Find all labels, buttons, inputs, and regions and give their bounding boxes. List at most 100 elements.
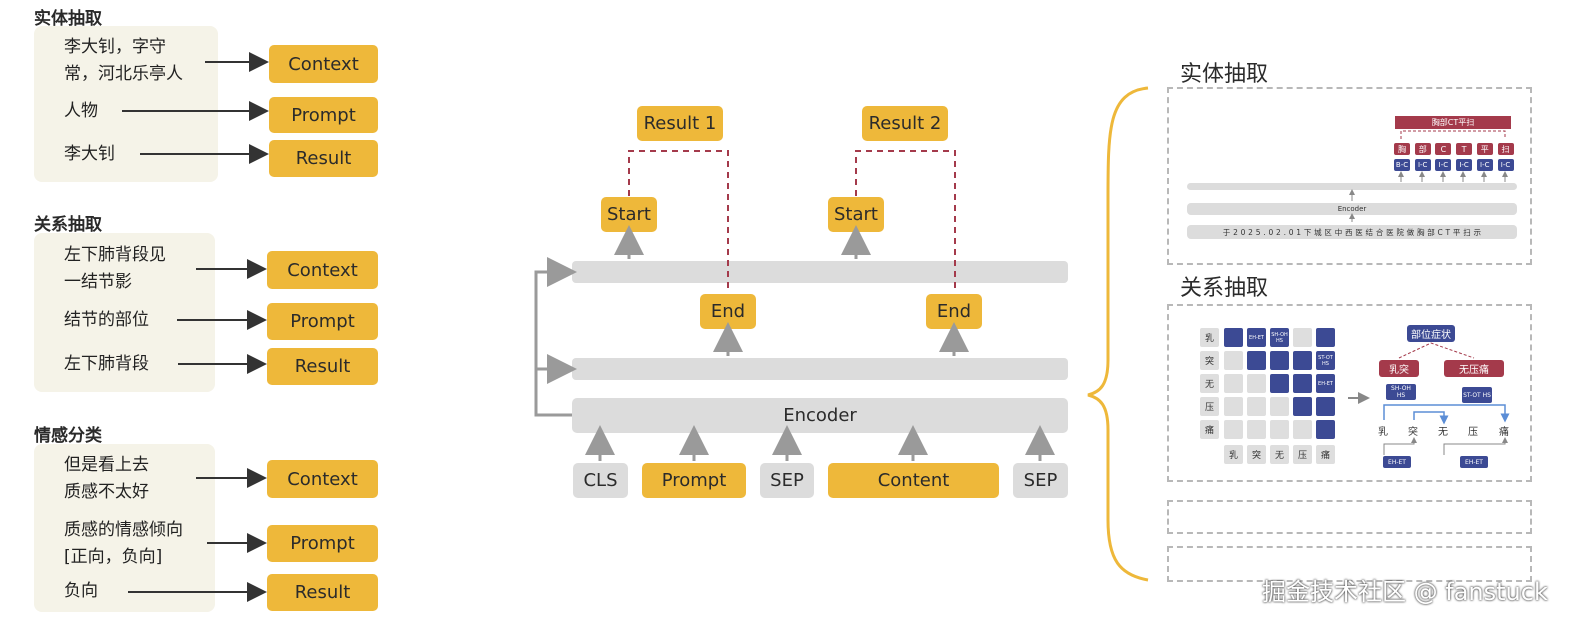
- mini-grid-cell: [1293, 328, 1312, 347]
- mini-relation-arrows: [1348, 342, 1510, 455]
- dashed-link: [855, 150, 956, 292]
- mini-grid-cell: [1247, 397, 1266, 416]
- placeholder-frame: [1167, 546, 1532, 582]
- result-text: 负向: [64, 581, 98, 601]
- input-sep: SEP: [1013, 463, 1068, 498]
- dashed-link: [628, 150, 729, 292]
- mini-grid-cell: [1224, 374, 1243, 393]
- mini-entity-tag: B-C: [1394, 159, 1410, 171]
- result-1-node: Result 1: [637, 106, 723, 141]
- mini-seq-char: 突: [1408, 427, 1418, 438]
- encoder-block: Encoder: [572, 398, 1068, 433]
- relation-frame: [1167, 304, 1532, 482]
- mini-bottom-left-tag: EH-ET: [1383, 456, 1411, 468]
- mini-entity-char: T: [1456, 143, 1473, 155]
- mini-grid-cell: [1316, 420, 1335, 439]
- mini-col-label: 乳: [1224, 445, 1243, 464]
- input-content: Content: [828, 463, 999, 498]
- mini-seq-char: 乳: [1378, 427, 1388, 438]
- mini-grid-cell: [1316, 397, 1335, 416]
- result-text: 左下肺背段: [64, 354, 149, 374]
- mini-grid-cell: [1270, 420, 1289, 439]
- mini-layer: [1187, 183, 1517, 190]
- mini-col-label: 突: [1247, 445, 1266, 464]
- mini-grid-cell: [1224, 397, 1243, 416]
- context-label: Context: [267, 251, 378, 289]
- mini-row-label: 乳: [1200, 328, 1219, 347]
- entity-caption: 实体抽取: [1180, 62, 1269, 87]
- result-text: 李大钊: [64, 144, 115, 164]
- pointer-layer-top: [572, 261, 1068, 283]
- mini-seq-char: 压: [1468, 427, 1478, 438]
- mini-grid-cell: EH-ET: [1316, 374, 1335, 393]
- mini-col-label: 压: [1293, 445, 1312, 464]
- mini-entity-tag: I-C: [1414, 159, 1431, 171]
- mini-grid-cell: [1293, 374, 1312, 393]
- mini-entity-char: 平: [1476, 143, 1493, 155]
- mini-grid-cell: [1247, 351, 1266, 370]
- example-panel: [34, 444, 215, 612]
- mini-grid-cell: [1247, 374, 1266, 393]
- mini-entity-char: 胸: [1394, 143, 1410, 155]
- mini-entity-header: 胸部CT平扫: [1395, 116, 1511, 129]
- mini-left-tag: SH-OH HS: [1386, 384, 1416, 400]
- mini-entity-char: C: [1435, 143, 1452, 155]
- mini-grid-cell: [1247, 420, 1266, 439]
- mini-grid-cell: EH-ET: [1247, 328, 1266, 347]
- context-label: Context: [267, 460, 378, 498]
- result-label: Result: [269, 140, 378, 177]
- mini-seq-char: 无: [1438, 427, 1448, 438]
- example-arrows: [122, 52, 269, 602]
- mini-grid-cell: [1224, 351, 1243, 370]
- mini-entity-arrows: [1349, 130, 1508, 222]
- mini-entity-tag: I-C: [1476, 159, 1493, 171]
- mini-encoder: Encoder: [1187, 203, 1517, 215]
- mini-right-node: 无压痛: [1444, 360, 1504, 377]
- mini-grid-cell: [1224, 328, 1243, 347]
- mini-entity-tag: I-C: [1456, 159, 1473, 171]
- mini-grid-cell: [1270, 397, 1289, 416]
- skip-connection: [534, 257, 577, 417]
- mini-left-node: 乳突: [1379, 360, 1419, 377]
- relation-caption: 关系抽取: [1180, 276, 1269, 301]
- mini-grid-cell: [1270, 374, 1289, 393]
- context-text: 左下肺背段见 一结节影: [64, 245, 166, 292]
- example-panel: [34, 233, 215, 392]
- placeholder-frame: [1167, 500, 1532, 534]
- task-title: 关系抽取: [34, 215, 102, 235]
- watermark: 掘金技术社区 @ fanstuck: [1262, 578, 1548, 606]
- result-label: Result: [267, 348, 378, 385]
- model-arrows: [534, 225, 1055, 461]
- mini-grid-cell: [1293, 351, 1312, 370]
- context-text: 李大钊，字守 常，河北乐亭人: [64, 37, 183, 84]
- brace: [1087, 86, 1149, 582]
- mini-grid-cell: ST-OT HS: [1316, 351, 1335, 370]
- mini-entity-char: 部: [1414, 143, 1431, 155]
- prompt-label: Prompt: [267, 525, 378, 562]
- mini-row-label: 突: [1200, 351, 1219, 370]
- input-prompt: Prompt: [642, 463, 746, 498]
- example-panel: [34, 26, 218, 182]
- mini-grid-cell: [1293, 420, 1312, 439]
- mini-entity-tag: I-C: [1497, 159, 1514, 171]
- input-cls: CLS: [573, 463, 628, 498]
- mini-seq-char: 痛: [1499, 427, 1509, 438]
- mini-entity-tag: I-C: [1435, 159, 1452, 171]
- result-2-node: Result 2: [862, 106, 948, 141]
- mini-row-label: 压: [1200, 397, 1219, 416]
- mini-sentence: 于 2 0 2 5 . 0 2 . 0 1 下 城 区 中 西 医 结 合 医 …: [1187, 225, 1517, 239]
- result-label: Result: [267, 574, 378, 611]
- mini-grid-cell: [1293, 397, 1312, 416]
- context-text: 但是看上去 质感不太好: [64, 455, 149, 502]
- mini-root-node: 部位症状: [1407, 325, 1455, 342]
- context-label: Context: [269, 45, 378, 83]
- mini-col-label: 痛: [1316, 445, 1335, 464]
- mini-row-label: 无: [1200, 374, 1219, 393]
- mini-row-label: 痛: [1200, 420, 1219, 439]
- mini-bottom-right-tag: EH-ET: [1460, 456, 1488, 468]
- mini-grid-cell: SH-OH HS: [1270, 328, 1289, 347]
- prompt-text: 质感的情感倾向 [正向，负向]: [64, 520, 183, 567]
- mini-right-tag: ST-OT HS: [1462, 387, 1492, 403]
- mini-col-label: 无: [1270, 445, 1289, 464]
